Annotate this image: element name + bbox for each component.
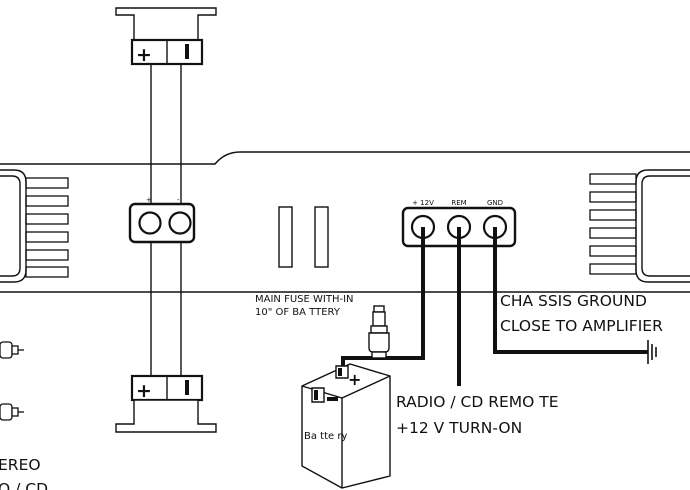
source-note-line1: EREO (0, 456, 41, 474)
fuse-note-line2: 10" OF BA TTERY (255, 307, 341, 318)
bottom-speaker-plus-label: + (136, 380, 152, 402)
top-speaker (115, 7, 217, 66)
terminal-12v-label: + 12V (412, 199, 434, 207)
left-heatsink-fins (25, 177, 69, 278)
speaker-plus-label: + (146, 196, 152, 204)
terminal-gnd-label: GND (487, 199, 503, 207)
terminal-rem-label: REM (451, 199, 466, 207)
amplifier-chassis (0, 151, 690, 293)
battery-label: Ba tte ry (304, 431, 347, 442)
top-speaker-plus-label: + (136, 44, 152, 66)
battery-minus-mark (327, 397, 338, 401)
source-note-line2: O / CD (0, 480, 48, 490)
ground-note-line1: CHA SSIS GROUND (500, 292, 647, 310)
bottom-speaker (115, 374, 217, 433)
battery-plus-label: + (348, 370, 361, 389)
battery (301, 363, 391, 489)
fuse-note-line1: MAIN FUSE WITH-IN (255, 294, 354, 305)
ground-note-line2: CLOSE TO AMPLIFIER (500, 317, 663, 335)
speaker-minus-label: - (177, 196, 180, 204)
speaker-terminal-block (128, 202, 196, 244)
right-heatsink-fins (589, 173, 637, 275)
amplifier-fuse-slots (278, 206, 329, 268)
rca-plugs (0, 341, 24, 421)
main-fuse (368, 305, 390, 359)
ground-symbol (647, 340, 657, 364)
remote-note-line1: RADIO / CD REMO TE (396, 393, 559, 411)
remote-note-line2: +12 V TURN-ON (396, 419, 522, 437)
